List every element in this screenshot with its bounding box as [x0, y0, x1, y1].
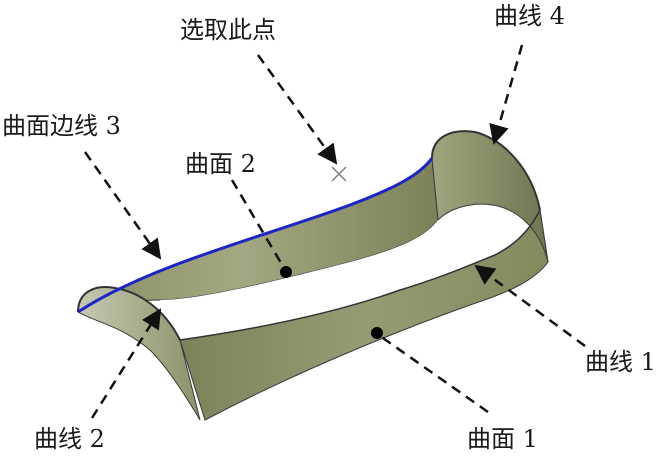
interior-gap	[160, 220, 495, 340]
surface-edge-3-highlight	[77, 157, 434, 314]
surface-edge-3-leader	[83, 151, 162, 260]
surface-1-label: 曲面 1	[467, 425, 538, 453]
curve-4-line	[431, 130, 541, 211]
surface-2-label: 曲面 2	[185, 150, 256, 178]
pick-point-label: 选取此点	[180, 16, 276, 44]
curve-1-label: 曲线 1	[585, 348, 656, 376]
pick-point-leader	[256, 54, 338, 165]
curve-1-line	[179, 209, 541, 341]
pick-point-marker	[331, 166, 347, 182]
surface-2-leader	[230, 179, 286, 269]
curve-2-leader	[90, 308, 162, 419]
curve-4-label: 曲线 4	[494, 2, 565, 30]
curve-2-label: 曲线 2	[34, 425, 105, 453]
curve-2-line	[77, 286, 181, 341]
surface-2-dot	[280, 266, 292, 278]
surface-1-dot	[371, 327, 383, 339]
surface-edge-3-label: 曲面边线 3	[2, 112, 121, 140]
curve-1-leader	[474, 264, 586, 348]
curve-4-leader	[489, 44, 524, 145]
surface-1-leader	[379, 334, 489, 414]
